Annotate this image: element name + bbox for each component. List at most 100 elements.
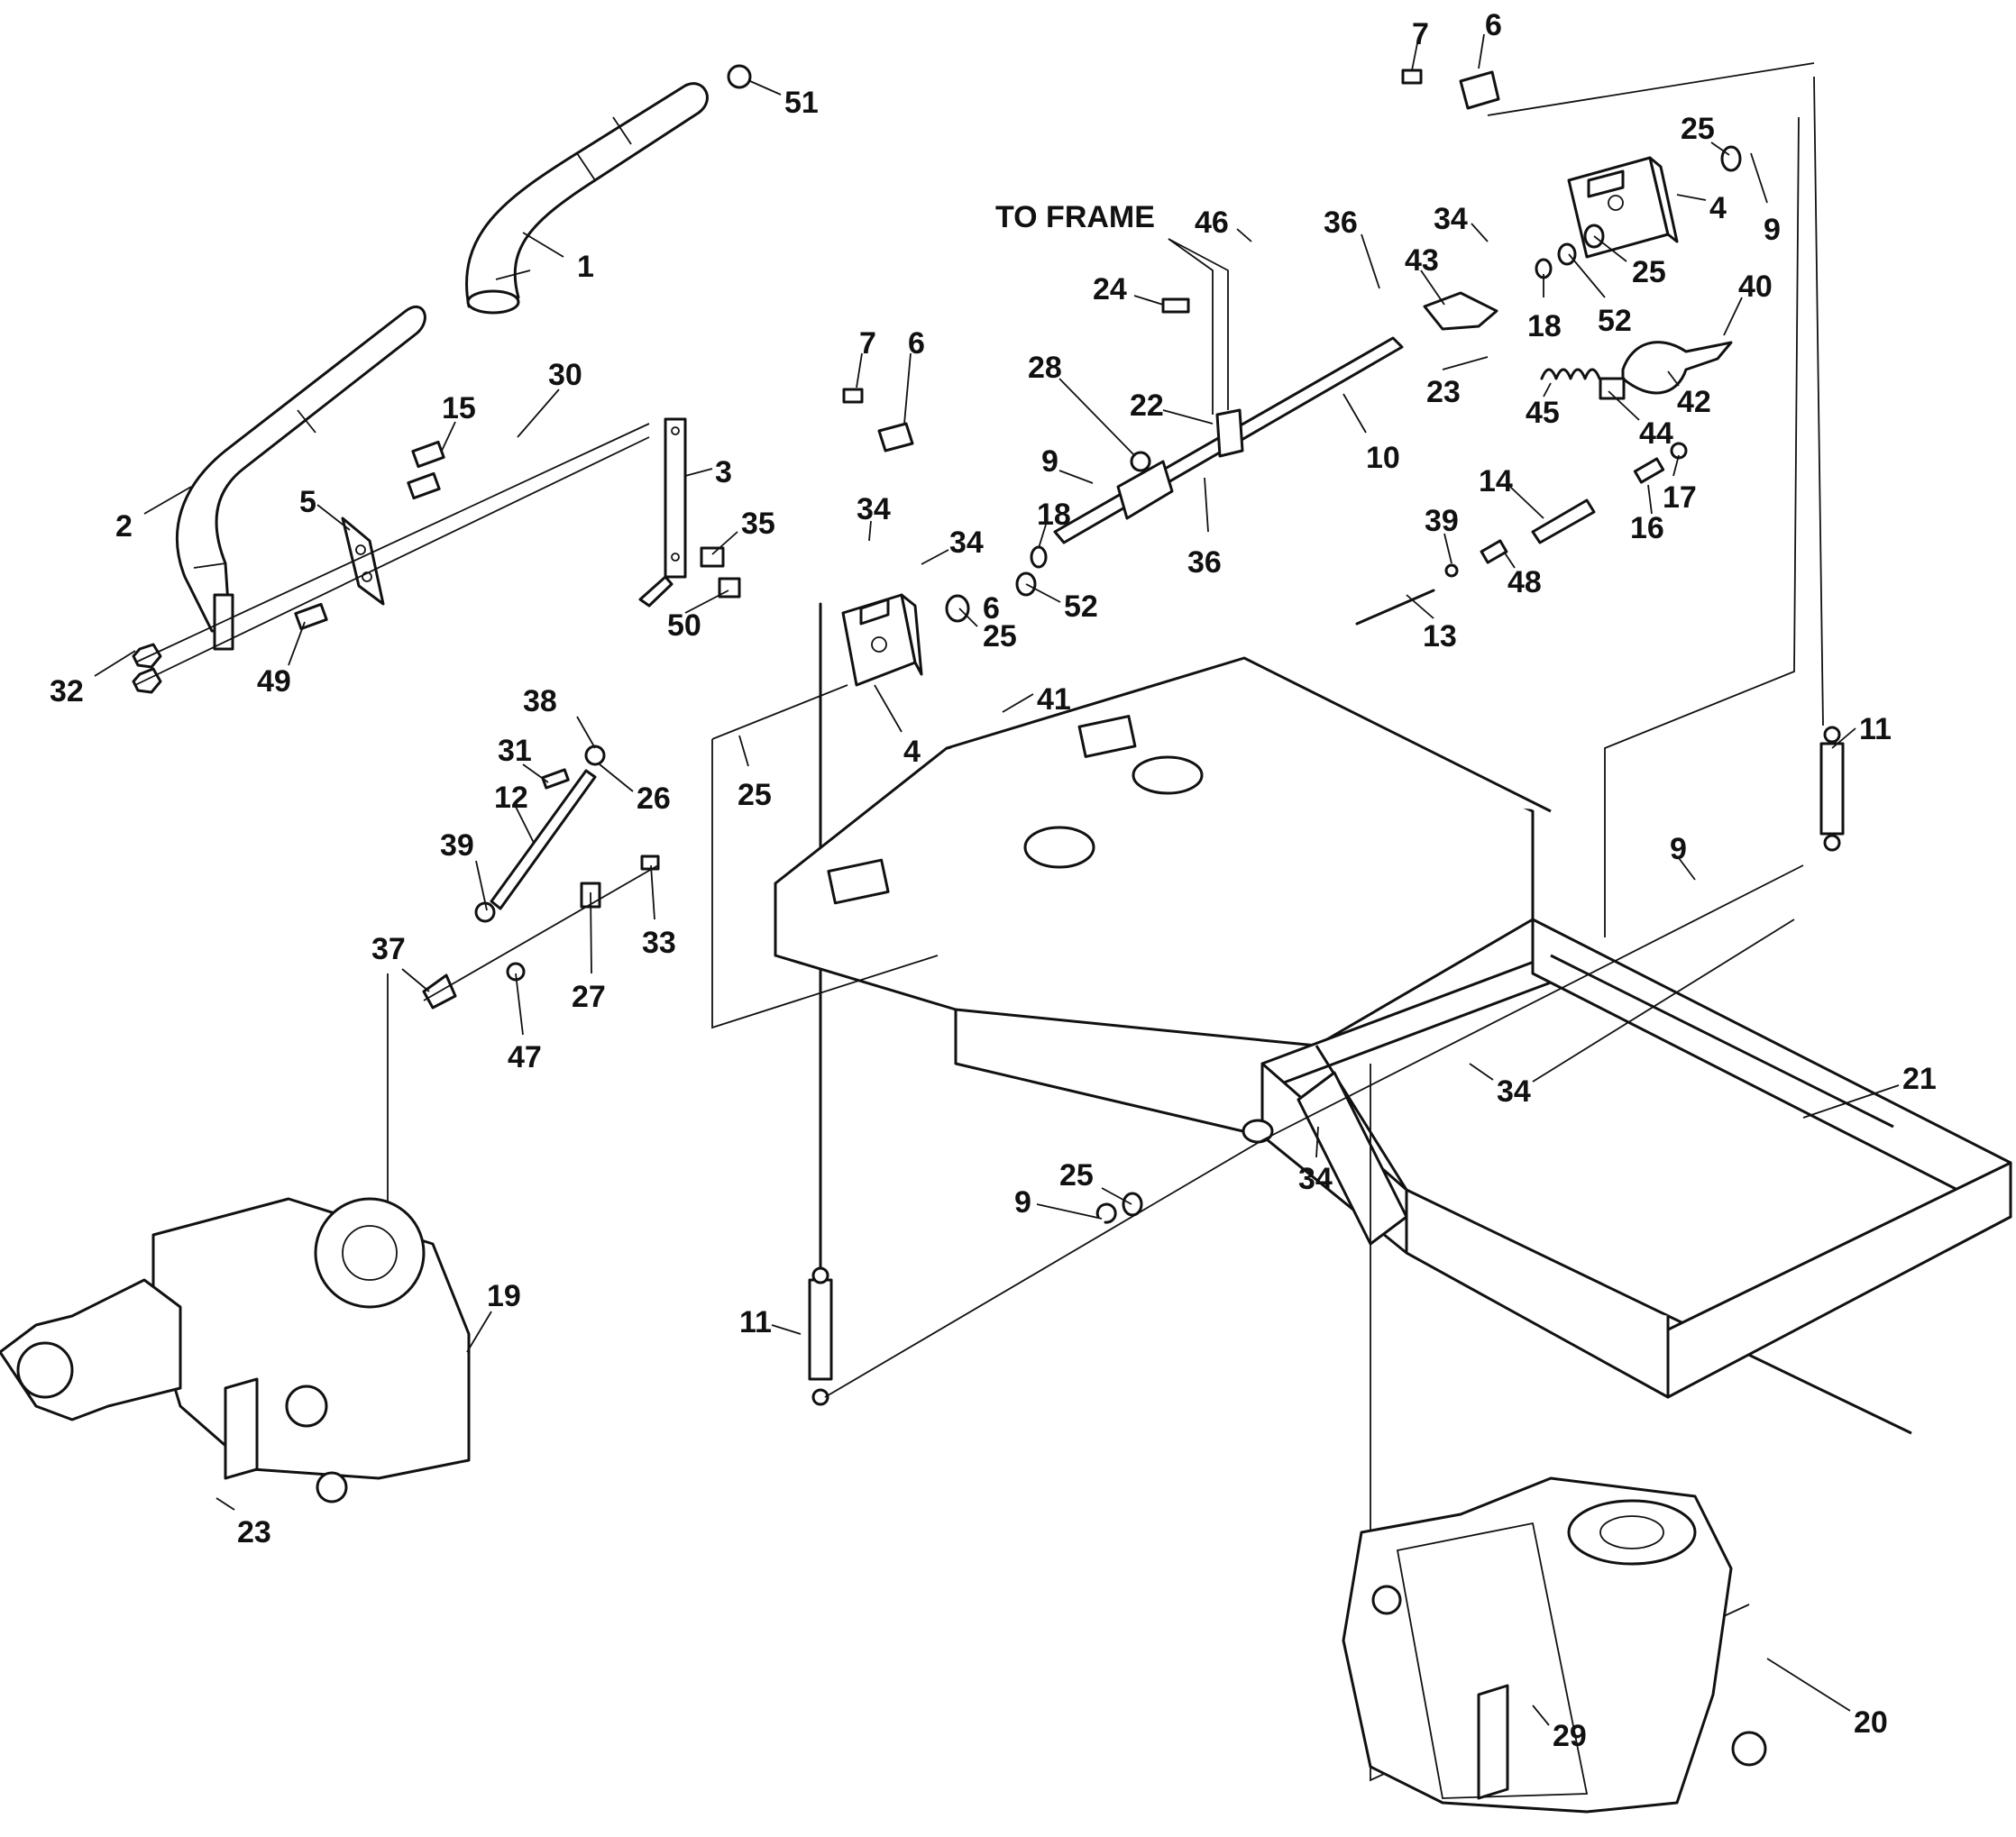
lever-arm-3 bbox=[638, 417, 687, 608]
callout-layer: 1234456667799991011111213141516171818192… bbox=[50, 8, 1937, 1753]
callout-label-c23a: 23 bbox=[1426, 375, 1461, 409]
callout-label-c25a: 25 bbox=[1681, 112, 1715, 146]
callout-label-c4b: 4 bbox=[1709, 191, 1727, 225]
callout-leader-c25c bbox=[958, 608, 978, 627]
callout-label-c34c: 34 bbox=[1434, 202, 1468, 236]
callout-leader-c6a bbox=[903, 352, 912, 425]
callout-leader-c15 bbox=[441, 421, 456, 452]
callout-leader-c42 bbox=[1667, 370, 1680, 387]
callout-leader-c31 bbox=[522, 763, 549, 783]
callout-leader-c43 bbox=[1420, 270, 1445, 306]
callout-leader-c25a bbox=[1710, 142, 1730, 156]
bushing-44 bbox=[1599, 377, 1626, 400]
gas-strut-11-right bbox=[1819, 726, 1845, 852]
callout-label-c1: 1 bbox=[577, 250, 594, 284]
callout-label-c33: 33 bbox=[642, 926, 676, 960]
callout-label-c11b: 11 bbox=[739, 1305, 772, 1339]
callout-leader-c25e bbox=[1101, 1187, 1132, 1205]
callout-label-c15: 15 bbox=[442, 391, 476, 425]
callout-leader-c34b bbox=[921, 549, 949, 565]
callout-leader-c19 bbox=[466, 1311, 492, 1353]
callout-leader-c7a bbox=[856, 352, 863, 388]
callout-leader-c36a bbox=[1361, 233, 1380, 289]
mount-6-left bbox=[842, 388, 914, 452]
callout-label-c17: 17 bbox=[1663, 480, 1697, 515]
callout-label-c23b: 23 bbox=[237, 1515, 271, 1549]
callout-leader-c35 bbox=[711, 531, 738, 555]
callout-leader-c34c bbox=[1471, 223, 1489, 242]
callout-leader-c5 bbox=[316, 504, 351, 531]
bracket-42 bbox=[1621, 341, 1733, 395]
arm-43 bbox=[1423, 291, 1498, 331]
callout-leader-c26 bbox=[599, 763, 634, 792]
callout-leader-c47 bbox=[515, 973, 524, 1036]
callout-leader-c9d bbox=[1036, 1203, 1103, 1220]
callout-leader-c38 bbox=[576, 716, 596, 749]
callout-label-c2: 2 bbox=[115, 509, 133, 544]
callout-leader-c9c bbox=[1678, 857, 1696, 881]
callout-label-c42: 42 bbox=[1677, 385, 1711, 419]
callout-leader-c40 bbox=[1723, 297, 1743, 336]
callout-label-c27: 27 bbox=[572, 980, 606, 1014]
lever-lower-tube bbox=[175, 305, 426, 651]
link-rod-13 bbox=[1355, 589, 1435, 626]
callout-leader-c1 bbox=[522, 232, 564, 258]
washers-right bbox=[1535, 145, 1742, 279]
callout-label-c14: 14 bbox=[1479, 464, 1513, 498]
chassis-frame-21 bbox=[774, 656, 2012, 1435]
callout-label-c21: 21 bbox=[1902, 1062, 1937, 1096]
callout-label-c52b: 52 bbox=[1598, 304, 1632, 338]
callout-label-c48: 48 bbox=[1507, 565, 1542, 599]
callout-label-c9d: 9 bbox=[1014, 1185, 1031, 1220]
to-frame-label: TO FRAME bbox=[995, 200, 1155, 234]
callout-leader-c2 bbox=[143, 486, 192, 515]
callout-label-c19: 19 bbox=[487, 1279, 521, 1313]
callout-label-c32: 32 bbox=[50, 674, 84, 708]
callout-leader-c41 bbox=[1002, 693, 1034, 713]
callout-leader-c22 bbox=[1162, 409, 1214, 425]
callout-leader-c11a bbox=[1831, 727, 1856, 749]
washer-25-lower bbox=[1122, 1192, 1143, 1217]
callout-leader-c25b bbox=[1593, 235, 1627, 262]
callout-label-c39a: 39 bbox=[440, 828, 474, 863]
callout-label-c25d: 25 bbox=[738, 778, 772, 812]
rod-14 bbox=[1531, 498, 1596, 544]
callout-label-c3: 3 bbox=[715, 455, 732, 489]
callout-leader-c3 bbox=[684, 468, 713, 477]
transaxle-19 bbox=[0, 1197, 471, 1503]
callout-leader-c13 bbox=[1406, 594, 1434, 619]
callout-label-c24: 24 bbox=[1093, 272, 1127, 306]
callout-label-c40: 40 bbox=[1738, 270, 1773, 304]
callout-leader-c34e bbox=[1315, 1126, 1319, 1158]
callout-label-c25e: 25 bbox=[1059, 1158, 1094, 1193]
callout-leader-c37 bbox=[401, 968, 430, 992]
callout-label-c43: 43 bbox=[1405, 243, 1439, 278]
callout-leader-c29 bbox=[1532, 1704, 1550, 1726]
callout-label-c47: 47 bbox=[508, 1040, 542, 1074]
callout-leader-c25d bbox=[738, 735, 749, 767]
callout-label-c9b: 9 bbox=[1764, 213, 1781, 247]
handle-upper-tube bbox=[465, 64, 752, 315]
nut-39-right bbox=[1444, 563, 1459, 578]
callout-label-c20: 20 bbox=[1854, 1705, 1888, 1740]
callout-label-c25b: 25 bbox=[1632, 255, 1666, 289]
callout-label-c46: 46 bbox=[1195, 206, 1229, 240]
callout-leader-c10 bbox=[1342, 393, 1367, 434]
callout-label-c34d: 34 bbox=[1497, 1074, 1531, 1109]
nuts-32 bbox=[132, 643, 162, 694]
callout-leader-c4a bbox=[874, 684, 903, 733]
callout-label-c5: 5 bbox=[299, 485, 316, 519]
spring-45 bbox=[1540, 368, 1601, 380]
callout-label-c38: 38 bbox=[523, 684, 557, 718]
callout-label-c18b: 18 bbox=[1527, 309, 1562, 343]
callout-label-c10: 10 bbox=[1366, 441, 1400, 475]
callout-label-c36b: 36 bbox=[1187, 545, 1222, 580]
washers-left bbox=[945, 545, 1048, 623]
callout-leader-c52b bbox=[1568, 253, 1606, 298]
callout-label-c6a: 6 bbox=[908, 326, 925, 361]
callout-leader-c14 bbox=[1509, 486, 1544, 519]
callout-leader-c28 bbox=[1058, 378, 1135, 456]
mount-6-right bbox=[1401, 69, 1500, 110]
callout-leader-c20 bbox=[1766, 1658, 1851, 1712]
callout-leader-c34d bbox=[1469, 1063, 1494, 1081]
